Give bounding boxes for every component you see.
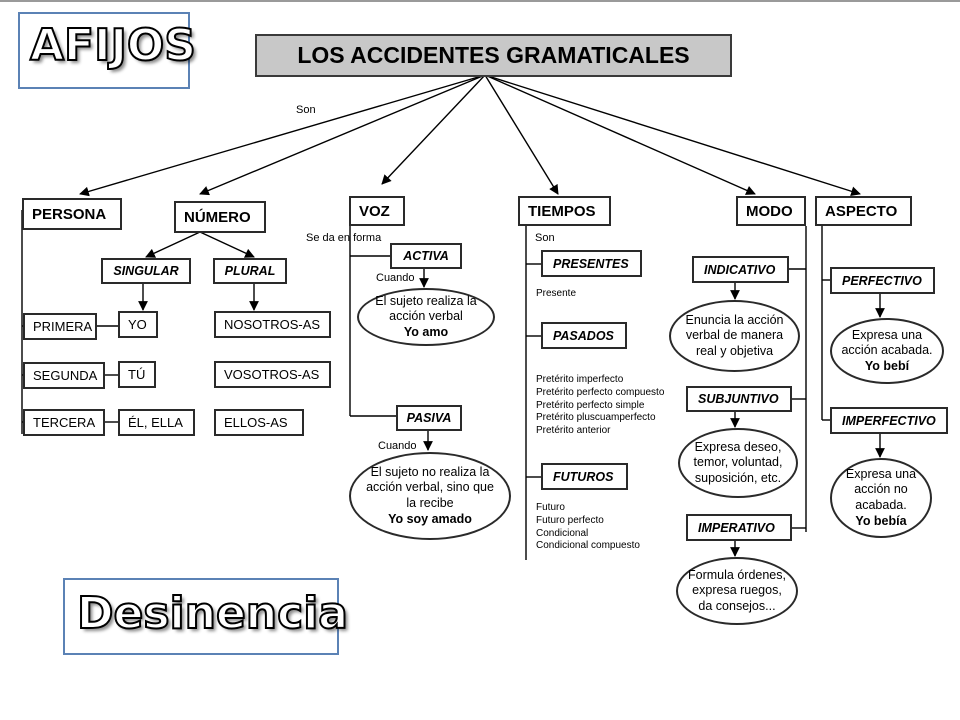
imperfectivo-example: Yo bebía xyxy=(855,513,907,528)
imperativo-oval: Formula órdenes, expresa ruegos, da cons… xyxy=(676,557,798,625)
futuros-box: FUTUROS xyxy=(541,463,628,490)
label-cuando-pasiva: Cuando xyxy=(378,440,417,452)
singular-item-yo: YO xyxy=(118,311,158,338)
presentes-list: Presente xyxy=(536,288,576,301)
pasados-item: Pretérito anterior xyxy=(536,425,611,437)
singular-box: SINGULAR xyxy=(101,258,191,284)
tiempos-box: TIEMPOS xyxy=(518,196,611,226)
futuros-item: Futuro xyxy=(536,502,565,513)
plural-box: PLURAL xyxy=(213,258,287,284)
perfectivo-oval: Expresa una acción acabada.Yo bebí xyxy=(830,318,944,384)
arrow-to-tiempos xyxy=(484,74,559,195)
aspecto-box: ASPECTO xyxy=(815,196,912,226)
plural-item-ellos: ELLOS-AS xyxy=(214,409,304,436)
futuros-item: Futuro perfecto xyxy=(536,514,604,526)
arrow-to-voz xyxy=(381,74,486,185)
label-son: Son xyxy=(296,104,316,116)
pasados-item: Pretérito perfecto compuesto xyxy=(536,386,665,398)
afijos-word: AFIJOS xyxy=(29,19,197,72)
imperfectivo-box: IMPERFECTIVO xyxy=(830,407,948,434)
imperativo-desc: Formula órdenes, expresa ruegos, da cons… xyxy=(688,567,786,613)
afijos-frame: AFIJOS xyxy=(18,12,197,89)
imperativo-box: IMPERATIVO xyxy=(686,514,792,541)
imperfectivo-oval: Expresa una acción no acabada.Yo bebía xyxy=(830,458,932,538)
plural-item-vosotros: VOSOTROS-AS xyxy=(214,361,331,388)
subjuntivo-desc: Expresa deseo, temor, voluntad, suposici… xyxy=(693,439,783,485)
indicativo-oval: Enuncia la acción verbal de manera real … xyxy=(669,300,800,372)
persona-item-primera: PRIMERA xyxy=(23,313,97,340)
indicativo-box: INDICATIVO xyxy=(692,256,789,283)
singular-item-tu: TÚ xyxy=(118,361,156,388)
voz-box: VOZ xyxy=(349,196,405,226)
futuros-item: Condicional compuesto xyxy=(536,540,640,552)
singular-item-el-ella: ÉL, ELLA xyxy=(118,409,195,436)
desinencia-word: Desinencia xyxy=(76,587,349,640)
subjuntivo-box: SUBJUNTIVO xyxy=(686,386,792,412)
futuros-list: Futuro Futuro perfecto Condicional Condi… xyxy=(536,502,640,553)
label-tiempos-son: Son xyxy=(535,232,555,244)
desinencia-frame: Desinencia xyxy=(63,578,349,655)
label-se-da-en-forma: Se da en forma xyxy=(306,232,382,244)
pasados-item: Pretérito pluscuamperfecto xyxy=(536,412,656,424)
activa-box: ACTIVA xyxy=(390,243,462,269)
pasados-item: Pretérito perfecto simple xyxy=(536,399,645,411)
presentes-item: Presente xyxy=(536,288,577,299)
arrow-to-aspecto xyxy=(484,74,861,197)
arrow-to-persona xyxy=(79,74,486,197)
perfectivo-desc: Expresa una acción acabada. xyxy=(841,327,933,358)
pasados-list: Pretérito imperfecto Pretérito perfecto … xyxy=(536,374,664,438)
persona-item-segunda: SEGUNDA xyxy=(23,362,105,389)
activa-desc: El sujeto realiza la acción verbal xyxy=(375,293,477,324)
imperfectivo-desc: Expresa una acción no acabada. xyxy=(845,466,917,512)
persona-box: PERSONA xyxy=(22,198,122,230)
futuros-item: Condicional xyxy=(536,527,589,539)
top-border-line xyxy=(0,0,960,2)
perfectivo-example: Yo bebí xyxy=(864,358,910,373)
pasiva-box: PASIVA xyxy=(396,405,462,431)
subjuntivo-oval: Expresa deseo, temor, voluntad, suposici… xyxy=(678,428,798,498)
plural-item-nosotros: NOSOTROS-AS xyxy=(214,311,331,338)
pasiva-example: Yo soy amado xyxy=(388,511,472,526)
perfectivo-box: PERFECTIVO xyxy=(830,267,935,294)
numero-box: NÚMERO xyxy=(174,201,266,233)
pasados-box: PASADOS xyxy=(541,322,627,349)
indicativo-desc: Enuncia la acción verbal de manera real … xyxy=(685,312,784,358)
activa-example: Yo amo xyxy=(403,324,449,339)
arrow-to-modo xyxy=(484,74,756,195)
modo-box: MODO xyxy=(736,196,806,226)
presentes-box: PRESENTES xyxy=(541,250,642,277)
pasiva-desc: El sujeto no realiza la acción verbal, s… xyxy=(366,464,494,510)
arrow-to-numero xyxy=(199,74,486,196)
diagram-title: LOS ACCIDENTES GRAMATICALES xyxy=(255,34,732,77)
label-cuando-activa: Cuando xyxy=(376,272,415,284)
pasiva-oval: El sujeto no realiza la acción verbal, s… xyxy=(349,452,511,540)
pasados-item: Pretérito imperfecto xyxy=(536,374,624,385)
persona-item-tercera: TERCERA xyxy=(23,409,105,436)
